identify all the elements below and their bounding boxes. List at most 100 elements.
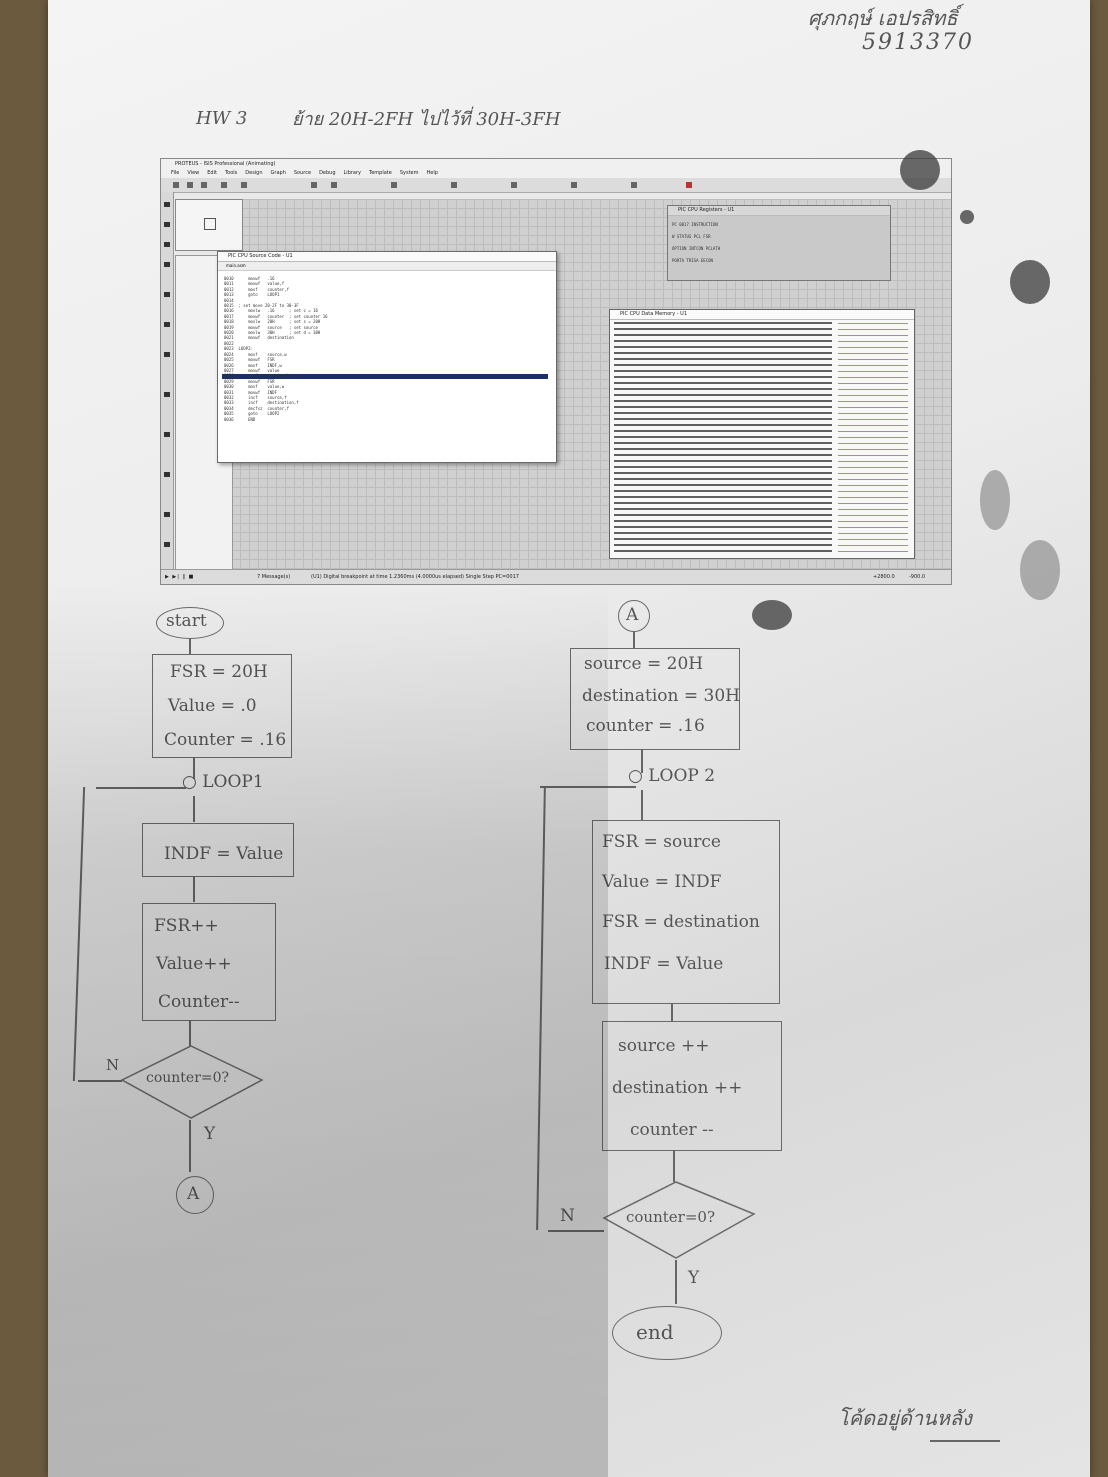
status-bar: ▶ ▶| ‖ ■ 7 Message(s) (U1) Digital break… bbox=[161, 569, 951, 584]
no-label-left: N bbox=[106, 1056, 120, 1074]
footer-note: โค้ดอยู่ด้านหลัง bbox=[838, 1406, 972, 1430]
toolbar-icon[interactable] bbox=[311, 182, 317, 188]
loop-back-line bbox=[78, 1080, 122, 1082]
ink-stain bbox=[900, 150, 940, 190]
start-label: start bbox=[166, 611, 207, 631]
toolbar-icon[interactable] bbox=[187, 182, 193, 188]
no-label-right: N bbox=[560, 1206, 575, 1226]
menu-item-edit[interactable]: Edit bbox=[207, 170, 217, 176]
overview-viewport bbox=[204, 218, 216, 230]
increment-box-left bbox=[142, 903, 276, 1021]
step1-line: FSR = source bbox=[602, 832, 721, 852]
ink-stain bbox=[960, 210, 974, 224]
memory-ascii-column bbox=[838, 322, 908, 552]
step2-line: FSR++ bbox=[154, 916, 219, 936]
toolbar-icon[interactable] bbox=[221, 182, 227, 188]
menu-item-debug[interactable]: Debug bbox=[319, 170, 336, 176]
menu-item-graph[interactable]: Graph bbox=[270, 170, 286, 176]
connector-a-left bbox=[176, 1176, 214, 1214]
init-line: FSR = 20H bbox=[170, 662, 268, 682]
coord-x: +2800.0 bbox=[873, 574, 895, 580]
ink-stain bbox=[752, 600, 792, 630]
menu-item-file[interactable]: File bbox=[171, 170, 180, 176]
increment-box-right bbox=[602, 1021, 782, 1151]
student-id: 5913370 bbox=[862, 30, 974, 55]
connector-line bbox=[193, 796, 195, 822]
toolbar-icon[interactable] bbox=[511, 182, 517, 188]
menu-item-tools[interactable]: Tools bbox=[224, 170, 238, 176]
connector-line bbox=[673, 1150, 675, 1182]
tool-icon[interactable] bbox=[164, 432, 170, 437]
decision-text-right: counter=0? bbox=[626, 1208, 715, 1226]
tool-icon[interactable] bbox=[164, 512, 170, 517]
step1-line: INDF = Value bbox=[604, 954, 724, 974]
yes-label-right: Y bbox=[688, 1268, 700, 1288]
tool-icon[interactable] bbox=[164, 322, 170, 327]
source-code-window[interactable]: PIC CPU Source Code - U1 main.asm 0010 m… bbox=[217, 251, 557, 463]
tool-icon[interactable] bbox=[164, 352, 170, 357]
connector-line bbox=[633, 631, 635, 649]
app-toolbar bbox=[161, 178, 951, 193]
homework-title: HW 3 bbox=[196, 108, 248, 129]
tool-icon[interactable] bbox=[164, 292, 170, 297]
register-window[interactable]: PIC CPU Registers - U1 PC 0017 INSTRUCTI… bbox=[667, 205, 891, 281]
toolbar-icon[interactable] bbox=[451, 182, 457, 188]
connector-line bbox=[671, 1003, 673, 1021]
memory-hex-grid bbox=[614, 322, 832, 552]
toolbar-icon[interactable] bbox=[201, 182, 207, 188]
menu-item-source[interactable]: Source bbox=[293, 170, 312, 176]
connector-a-label-left: A bbox=[187, 1184, 200, 1204]
register-row: PORTA TRISA EECON bbox=[672, 258, 713, 263]
init-line: counter = .16 bbox=[586, 716, 705, 736]
toolbar-icon[interactable] bbox=[571, 182, 577, 188]
tool-icon[interactable] bbox=[164, 202, 170, 207]
indf-box-left bbox=[142, 823, 294, 877]
connector-line bbox=[189, 1120, 191, 1172]
step2-line: Counter-- bbox=[158, 992, 240, 1012]
tool-icon[interactable] bbox=[164, 262, 170, 267]
menu-item-library[interactable]: Library bbox=[343, 170, 361, 176]
register-window-title: PIC CPU Registers - U1 bbox=[668, 206, 890, 216]
source-path-select[interactable]: main.asm bbox=[218, 262, 556, 271]
step2-line: destination ++ bbox=[612, 1078, 743, 1098]
step2-line: Value++ bbox=[156, 954, 232, 974]
loop-back-line bbox=[96, 787, 186, 789]
tool-icon[interactable] bbox=[164, 222, 170, 227]
student-name: ศุภกฤษ์ เอปรสิทธิ์ bbox=[808, 6, 958, 30]
tool-icon[interactable] bbox=[164, 392, 170, 397]
menu-item-design[interactable]: Design bbox=[245, 170, 263, 176]
menu-item-template[interactable]: Template bbox=[369, 170, 392, 176]
register-row: OPTION INTCON PCLATH bbox=[672, 246, 721, 251]
connector-line bbox=[193, 757, 195, 779]
overview-preview[interactable] bbox=[175, 199, 243, 251]
step2-line: counter -- bbox=[630, 1120, 714, 1140]
toolbar-icon[interactable] bbox=[686, 182, 692, 188]
step2-line: source ++ bbox=[618, 1036, 710, 1056]
end-terminal bbox=[612, 1306, 722, 1360]
tool-icon[interactable] bbox=[164, 542, 170, 547]
ink-stain bbox=[1010, 260, 1050, 304]
toolbar-icon[interactable] bbox=[241, 182, 247, 188]
connector-line bbox=[189, 638, 191, 654]
menu-item-view[interactable]: View bbox=[187, 170, 200, 176]
toolbar-icon[interactable] bbox=[391, 182, 397, 188]
message-count[interactable]: 7 Message(s) bbox=[257, 574, 291, 580]
ink-stain bbox=[980, 470, 1010, 530]
toolbar-icon[interactable] bbox=[173, 182, 179, 188]
loop1-label: ○ LOOP1 bbox=[182, 772, 264, 792]
app-titlebar: PROTEUS - ISIS Professional (Animating) bbox=[161, 159, 951, 169]
memory-window[interactable]: PIC CPU Data Memory - U1 bbox=[609, 309, 915, 559]
toolbar-icon[interactable] bbox=[631, 182, 637, 188]
sim-controls[interactable]: ▶ ▶| ‖ ■ bbox=[165, 574, 195, 580]
tool-icon[interactable] bbox=[164, 242, 170, 247]
init-line: destination = 30H bbox=[582, 686, 740, 706]
menu-item-system[interactable]: System bbox=[399, 170, 419, 176]
footer-arrow bbox=[930, 1440, 1000, 1442]
menu-item-help[interactable]: Help bbox=[426, 170, 438, 176]
toolbar-icon[interactable] bbox=[331, 182, 337, 188]
tool-icon[interactable] bbox=[164, 472, 170, 477]
copy-box-right bbox=[592, 820, 780, 1004]
register-row: W STATUS PCL FSR bbox=[672, 234, 711, 239]
connector-line bbox=[189, 1020, 191, 1046]
init-line: Value = .0 bbox=[168, 696, 257, 716]
